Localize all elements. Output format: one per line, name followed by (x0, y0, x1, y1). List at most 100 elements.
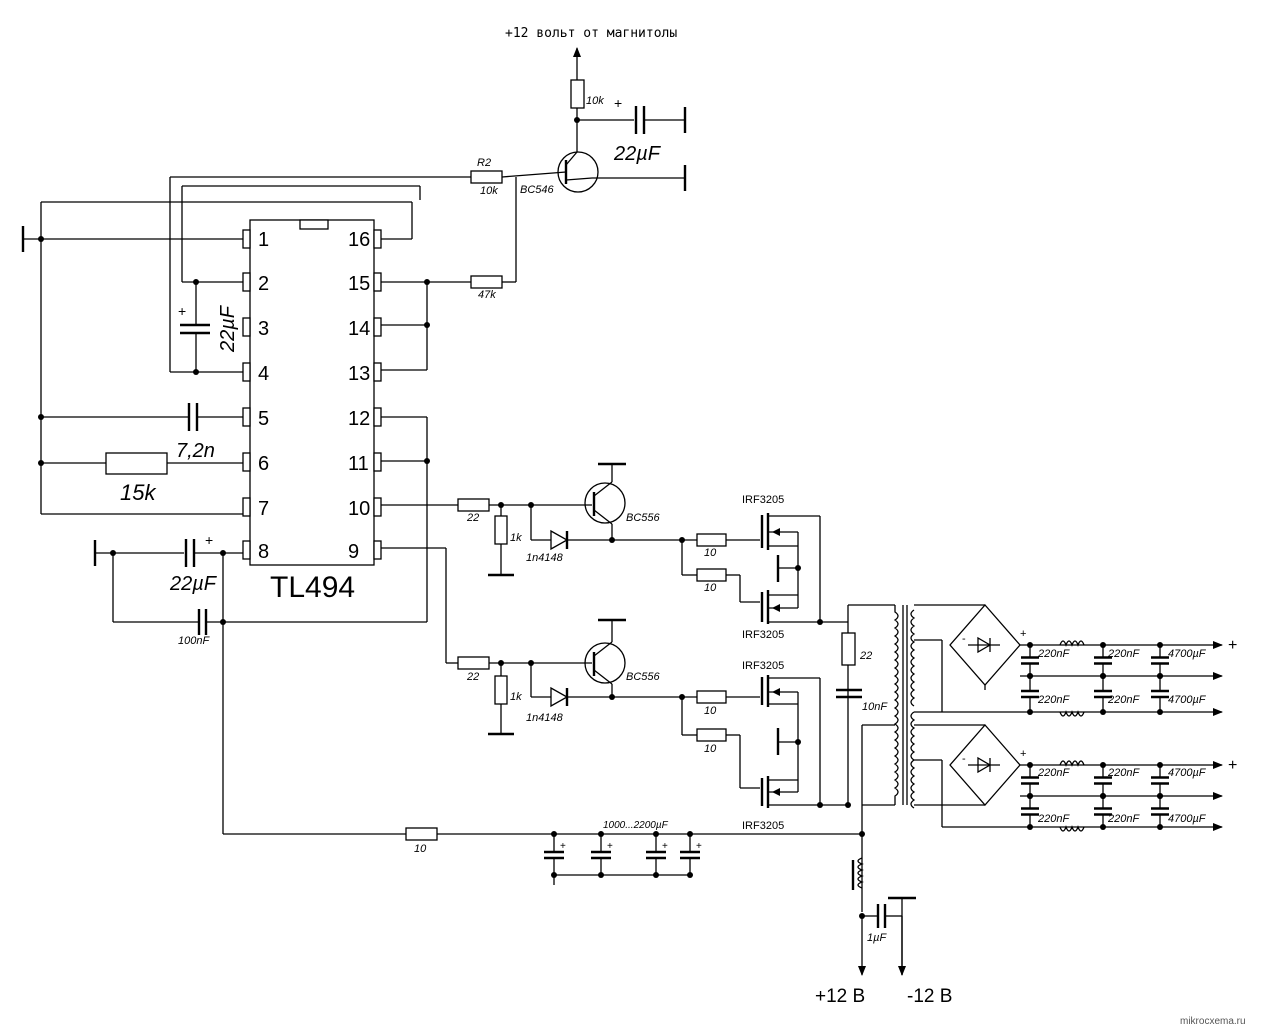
resistor-10-b1-label: 10 (704, 705, 717, 717)
mosfet-b1-label: IRF3205 (742, 660, 784, 672)
ic-pin-right-9 (373, 540, 382, 560)
resistor-10k-top-label: 10k (586, 95, 604, 107)
cap-4700-3: 4700µF (1168, 767, 1207, 779)
pin-8-label: 8 (258, 541, 269, 563)
bridge-2-minus: - (962, 753, 966, 765)
pin-16-label: 16 (348, 229, 370, 251)
ic-tl494-name: TL494 (270, 571, 355, 604)
pin-12-label: 12 (348, 408, 370, 430)
resistor-22-b-label: 22 (466, 671, 479, 683)
pin-1-label: 1 (258, 229, 269, 251)
resistor-r2-name: R2 (477, 157, 491, 169)
transistor-bc546-label: BC546 (520, 184, 555, 196)
svg-text:+: + (614, 95, 622, 111)
ic-notch (299, 219, 329, 230)
resistor-snubber (841, 632, 856, 666)
ic-pin-left-8 (242, 540, 251, 560)
ic-pin-right-11 (373, 452, 382, 472)
mosfet-a1-label: IRF3205 (742, 494, 784, 506)
bridge-1-minus: - (962, 633, 966, 645)
cap-220n-8: 220nF (1107, 813, 1140, 825)
resistor-15k (105, 452, 168, 475)
resistor-10-a1 (696, 533, 727, 547)
resistor-22-b (457, 656, 490, 670)
resistor-15k-label: 15k (120, 480, 156, 505)
mosfet-a2-label: IRF3205 (742, 629, 784, 641)
svg-text:+: + (1228, 757, 1237, 774)
pin-15-label: 15 (348, 273, 370, 295)
cap-220n-5: 220nF (1037, 767, 1070, 779)
capacitor-100nf-label: 100nF (178, 635, 210, 647)
resistor-r2 (470, 170, 503, 184)
resistor-10-b1 (696, 690, 727, 704)
ic-pin-left-7 (242, 497, 251, 517)
ic-pin-right-10 (373, 497, 382, 517)
svg-text:+: + (696, 841, 702, 852)
cap-220n-7: 220nF (1037, 813, 1070, 825)
cap-220n-1: 220nF (1037, 648, 1070, 660)
bridge-1-plus: + (1020, 628, 1026, 640)
mosfet-a2 (760, 568, 820, 624)
capacitor-22uf-pin3-label: 22µF (217, 304, 239, 353)
resistor-47k-label: 47k (478, 289, 496, 301)
resistor-10-b2 (696, 728, 727, 742)
resistor-22-a (457, 498, 490, 512)
pin-14-label: 14 (348, 318, 370, 340)
ic-pin-left-5 (242, 407, 251, 427)
svg-text:+: + (662, 841, 668, 852)
pin-6-label: 6 (258, 453, 269, 475)
svg-text:+: + (560, 841, 566, 852)
ic-pin-left-4 (242, 362, 251, 382)
ic-pin-left-3 (242, 317, 251, 337)
transformer (893, 605, 916, 809)
ic-pin-right-12 (373, 407, 382, 427)
bridge-rectifier-2 (949, 724, 1021, 806)
mosfet-b2 (760, 742, 820, 808)
ic-pin-left-2 (242, 272, 251, 292)
svg-text:+: + (205, 532, 213, 548)
mosfet-a1 (760, 513, 820, 568)
input-voltage-label: +12 вольт от магнитолы (505, 26, 677, 41)
resistor-1k-a (494, 515, 508, 545)
diode-a-label: 1n4148 (526, 552, 564, 564)
pin-9-label: 9 (348, 541, 359, 563)
ic-pin-left-1 (242, 229, 251, 249)
capacitor-1uf-label: 1µF (867, 932, 887, 944)
capacitor-snubber-label: 10nF (862, 701, 888, 713)
ic-pin-right-15 (373, 272, 382, 292)
pin-2-label: 2 (258, 273, 269, 295)
capacitor-7n2-label: 7,2n (176, 440, 215, 462)
supply-negative-label: -12 В (907, 986, 952, 1007)
cap-4700-1: 4700µF (1168, 648, 1207, 660)
cap-220n-4: 220nF (1107, 694, 1140, 706)
resistor-1k-b-label: 1k (510, 691, 522, 703)
cap-4700-2: 4700µF (1168, 694, 1207, 706)
resistor-r2-value: 10k (480, 185, 498, 197)
resistor-1k-a-label: 1k (510, 532, 522, 544)
transistor-bc556-a-label: BC556 (626, 512, 661, 524)
mosfet-b1 (760, 675, 820, 742)
resistor-10-a2 (696, 568, 727, 582)
watermark: mikrocxema.ru (1180, 1016, 1246, 1027)
resistor-10-supply-label: 10 (414, 843, 427, 855)
resistor-1k-b (494, 675, 508, 705)
pin-13-label: 13 (348, 363, 370, 385)
transistor-bc556-b (584, 642, 626, 684)
ic-tl494-body (249, 219, 375, 566)
pin-3-label: 3 (258, 318, 269, 340)
bridge-rectifier-1 (949, 604, 1021, 690)
resistor-22-a-label: 22 (466, 512, 479, 524)
svg-text:+: + (1228, 637, 1237, 654)
cap-220n-6: 220nF (1107, 767, 1140, 779)
pin-4-label: 4 (258, 363, 269, 385)
pin-7-label: 7 (258, 498, 269, 520)
ic-pin-right-14 (373, 317, 382, 337)
cap-220n-2: 220nF (1107, 648, 1140, 660)
resistor-10k-top (570, 79, 585, 109)
resistor-snubber-label: 22 (859, 650, 872, 662)
pin-11-label: 11 (348, 453, 369, 475)
svg-text:+: + (178, 303, 186, 319)
pin-10-label: 10 (348, 498, 370, 520)
capacitor-bank-label: 1000...2200µF (603, 820, 669, 831)
capacitor-22uf-top-label: 22µF (613, 143, 662, 165)
